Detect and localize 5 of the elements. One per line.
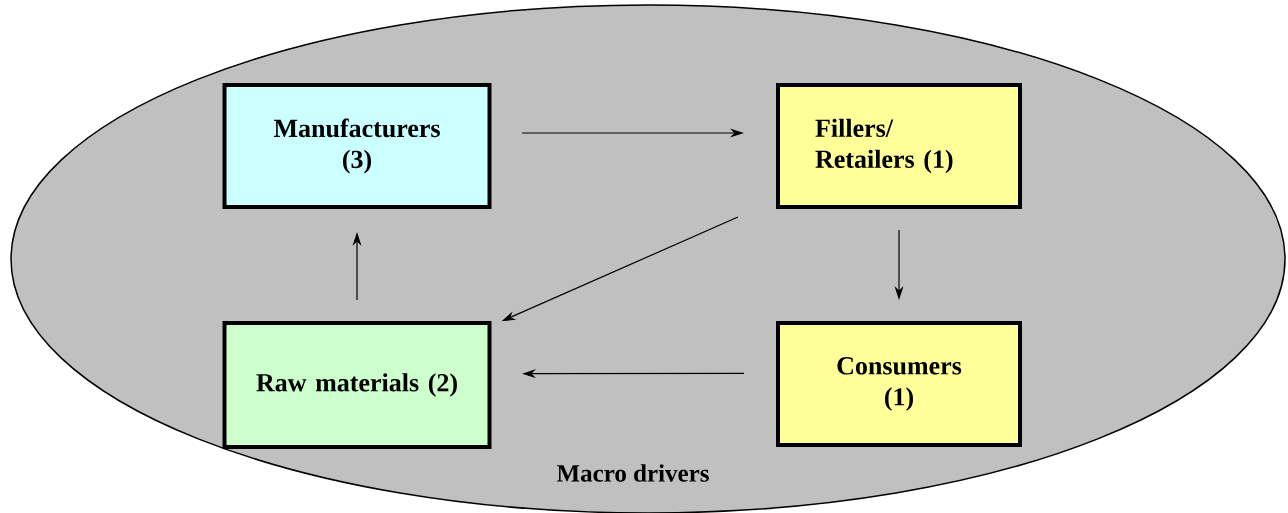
- process-box: Fillers/ Retailers (1): [776, 83, 1022, 209]
- region-label: Macro drivers: [556, 464, 709, 482]
- process-box: Consumers (1): [776, 321, 1022, 447]
- process-box: Raw materials (2): [222, 321, 492, 449]
- process-box: Manufacturers (3): [222, 83, 492, 209]
